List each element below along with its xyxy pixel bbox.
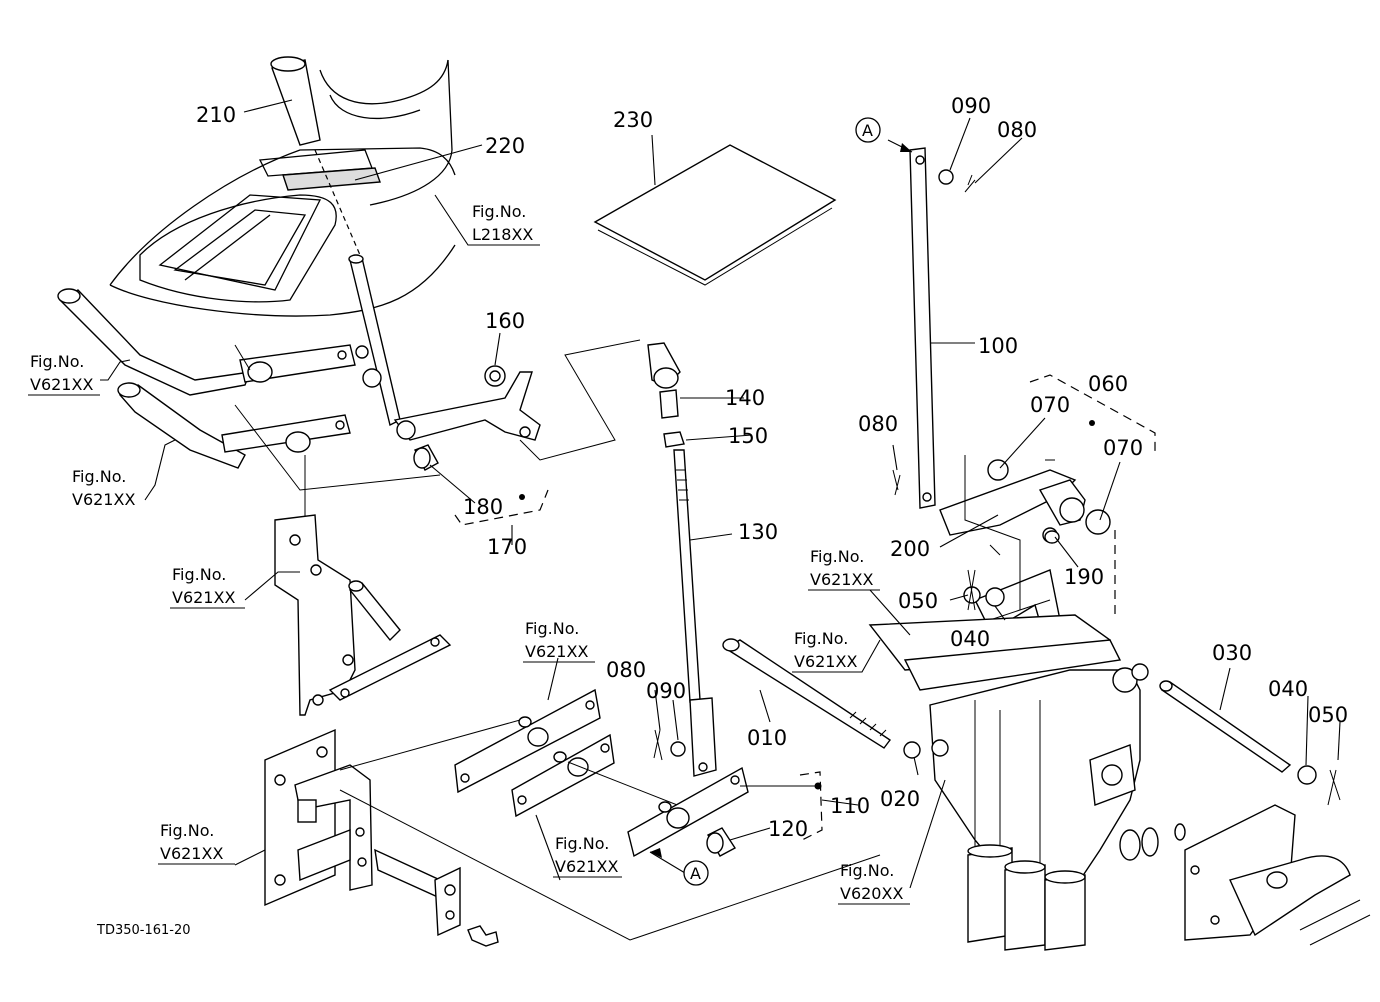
part-label-120: 120 — [768, 817, 808, 841]
part-label-100: 100 — [978, 334, 1018, 358]
part-label-160: 160 — [485, 309, 525, 333]
part-label-070: 070 — [1103, 436, 1143, 460]
rod-030 — [1159, 680, 1341, 806]
fig-ref-v621xx: Fig.No. V621XX — [553, 834, 622, 878]
leader-lines — [100, 99, 1341, 889]
fig-ref-v621xx: Fig.No. V621XX — [170, 565, 245, 609]
svg-text:Fig.No.: Fig.No. — [794, 629, 848, 648]
part-label-070: 070 — [1030, 393, 1070, 417]
svg-text:Fig.No.: Fig.No. — [172, 565, 226, 584]
svg-text:Fig.No.: Fig.No. — [30, 352, 84, 371]
arrow-markers — [519, 143, 1095, 858]
rod-assembly — [627, 342, 749, 858]
part-label-080: 080 — [858, 412, 898, 436]
fender-console — [109, 56, 456, 427]
svg-text:V621XX: V621XX — [794, 652, 857, 671]
group-brackets — [454, 374, 1156, 841]
svg-text:V621XX: V621XX — [525, 642, 588, 661]
part-label-090: 090 — [951, 94, 991, 118]
part-label-040: 040 — [950, 627, 990, 651]
part-label-170: 170 — [487, 535, 527, 559]
figure-references: Fig.No. L218XX Fig.No. V621XX Fig.No. V6… — [28, 202, 910, 905]
svg-text:A: A — [690, 864, 701, 883]
plate-assembly — [264, 719, 881, 947]
svg-text:A: A — [862, 121, 873, 140]
svg-text:Fig.No.: Fig.No. — [810, 547, 864, 566]
diagram-code: TD350-161-20 — [96, 923, 191, 938]
middle-plates — [454, 688, 691, 818]
svg-text:V621XX: V621XX — [160, 844, 223, 863]
fig-ref-l218xx: Fig.No. L218XX — [472, 202, 533, 244]
part-labels: 210 220 230 160 140 150 130 180 170 090 … — [196, 94, 1348, 841]
part-label-050: 050 — [1308, 703, 1348, 727]
part-label-060: 060 — [1088, 372, 1128, 396]
svg-text:Fig.No.: Fig.No. — [72, 467, 126, 486]
svg-text:Fig.No.: Fig.No. — [160, 821, 214, 840]
part-label-030: 030 — [1212, 641, 1252, 665]
svg-text:Fig.No.: Fig.No. — [555, 834, 609, 853]
part-label-210: 210 — [196, 103, 236, 127]
svg-text:Fig.No.: Fig.No. — [472, 202, 526, 221]
fig-ref-v621xx: Fig.No. V621XX — [808, 547, 880, 591]
shift-linkage — [355, 339, 641, 471]
part-label-080: 080 — [997, 118, 1037, 142]
bolt-010 — [722, 638, 921, 759]
svg-text:V621XX: V621XX — [555, 857, 618, 876]
fig-ref-v621xx: Fig.No. V621XX — [72, 467, 135, 509]
part-label-200: 200 — [890, 537, 930, 561]
connection-markers: A A — [683, 117, 881, 886]
part-label-020: 020 — [880, 787, 920, 811]
part-label-230: 230 — [613, 108, 653, 132]
fig-ref-v621xx: Fig.No. V621XX — [792, 629, 862, 673]
svg-text:V621XX: V621XX — [172, 588, 235, 607]
part-label-130: 130 — [738, 520, 778, 544]
part-label-220: 220 — [485, 134, 525, 158]
fig-ref-v621xx: Fig.No. V621XX — [28, 352, 100, 396]
control-valve — [868, 455, 1371, 951]
svg-text:L218XX: L218XX — [472, 225, 533, 244]
part-label-180: 180 — [463, 495, 503, 519]
fig-ref-v620xx: Fig.No. V620XX — [838, 861, 910, 905]
part-label-080: 080 — [606, 658, 646, 682]
svg-text:V621XX: V621XX — [72, 490, 135, 509]
svg-text:Fig.No.: Fig.No. — [840, 861, 894, 880]
part-label-190: 190 — [1064, 565, 1104, 589]
marker-a-top: A — [855, 117, 881, 143]
hand-levers — [57, 288, 441, 540]
part-label-110: 110 — [830, 794, 870, 818]
svg-text:V621XX: V621XX — [810, 570, 873, 589]
part-label-090: 090 — [646, 679, 686, 703]
fig-ref-v621xx: Fig.No. V621XX — [523, 619, 595, 663]
part-label-010: 010 — [747, 726, 787, 750]
lever-grip-210 — [270, 56, 321, 146]
svg-text:V621XX: V621XX — [30, 375, 93, 394]
rod-100 — [892, 147, 976, 509]
fig-ref-v621xx: Fig.No. V621XX — [158, 821, 235, 865]
document-230 — [593, 144, 837, 286]
svg-text:Fig.No.: Fig.No. — [525, 619, 579, 638]
bracket-assembly — [274, 514, 452, 716]
part-label-140: 140 — [725, 386, 765, 410]
part-label-050: 050 — [898, 589, 938, 613]
svg-text:V620XX: V620XX — [840, 884, 903, 903]
part-label-040: 040 — [1268, 677, 1308, 701]
marker-a-bottom: A — [683, 860, 709, 886]
hardware-small — [653, 530, 1060, 761]
part-label-150: 150 — [728, 424, 768, 448]
